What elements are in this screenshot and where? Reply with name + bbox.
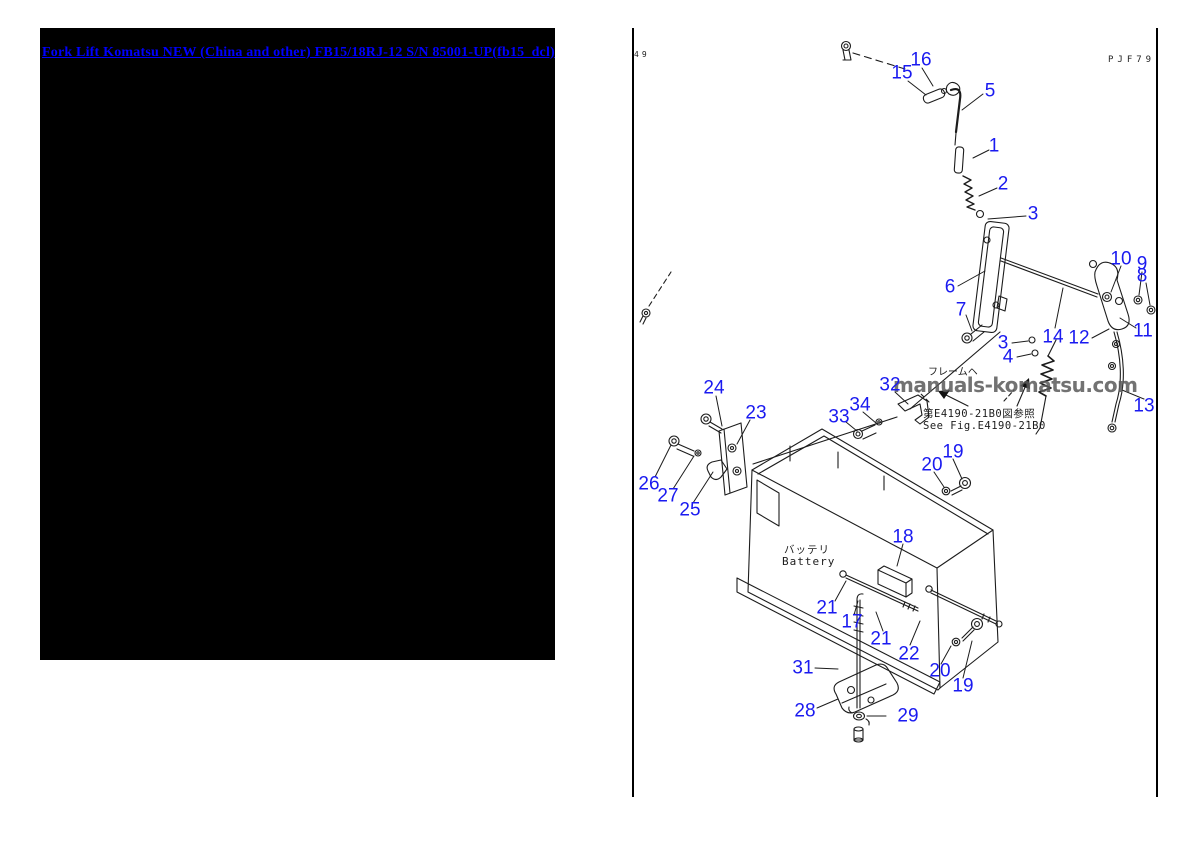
callout-29[interactable]: 29 — [897, 705, 919, 727]
callout-11[interactable]: 11 — [1133, 320, 1153, 342]
callout-2[interactable]: 2 — [997, 173, 1009, 195]
callout-31[interactable]: 31 — [792, 657, 814, 679]
callout-22[interactable]: 22 — [898, 643, 920, 665]
callout-13[interactable]: 13 — [1133, 395, 1155, 417]
watermark: manuals-komatsu.com — [893, 373, 1138, 397]
callout-23[interactable]: 23 — [745, 402, 767, 424]
callout-24[interactable]: 24 — [703, 377, 725, 399]
callout-19[interactable]: 19 — [942, 441, 964, 463]
callout-10[interactable]: 10 — [1110, 248, 1132, 270]
unloaded-image-area — [40, 28, 555, 660]
callout-9[interactable]: 9 — [1136, 253, 1148, 275]
callout-33[interactable]: 33 — [828, 406, 850, 428]
reference-note-jp: 第E4190-21B0図参照 — [923, 408, 1036, 420]
callout-14[interactable]: 14 — [1042, 326, 1064, 348]
sheet-number: 49 — [634, 50, 650, 59]
callout-19[interactable]: 19 — [952, 675, 974, 697]
reference-note-en: See Fig.E4190-21B0 — [923, 420, 1046, 432]
callout-20[interactable]: 20 — [929, 660, 951, 682]
callout-21[interactable]: 21 — [816, 597, 838, 619]
callout-20[interactable]: 20 — [921, 454, 943, 476]
callout-8[interactable]: 8 — [1136, 265, 1148, 287]
callout-4[interactable]: 4 — [1002, 346, 1014, 368]
callout-5[interactable]: 5 — [984, 80, 996, 102]
callout-16[interactable]: 16 — [910, 49, 932, 71]
callout-3[interactable]: 3 — [1027, 203, 1039, 225]
callout-28[interactable]: 28 — [794, 700, 816, 722]
callout-1[interactable]: 1 — [988, 135, 1000, 157]
battery-label-jp: バッテリ — [784, 544, 830, 556]
callout-26[interactable]: 26 — [638, 473, 660, 495]
callout-25[interactable]: 25 — [679, 499, 701, 521]
sheet-code: PJF79 — [1108, 55, 1156, 65]
callout-18[interactable]: 18 — [892, 526, 914, 548]
callout-3[interactable]: 3 — [997, 332, 1009, 354]
callout-12[interactable]: 12 — [1068, 327, 1090, 349]
callout-21[interactable]: 21 — [870, 628, 892, 650]
callout-34[interactable]: 34 — [849, 394, 871, 416]
callout-27[interactable]: 27 — [657, 485, 679, 507]
callout-17[interactable]: 17 — [841, 611, 863, 633]
callout-32[interactable]: 32 — [879, 374, 901, 396]
callout-7[interactable]: 7 — [955, 299, 967, 321]
model-breadcrumb-link[interactable]: Fork Lift Komatsu NEW (China and other) … — [42, 45, 555, 60]
callout-15[interactable]: 15 — [891, 62, 913, 84]
callout-6[interactable]: 6 — [944, 276, 956, 298]
battery-label-en: Battery — [782, 555, 836, 568]
to-frame-label: フレームヘ — [928, 367, 978, 378]
